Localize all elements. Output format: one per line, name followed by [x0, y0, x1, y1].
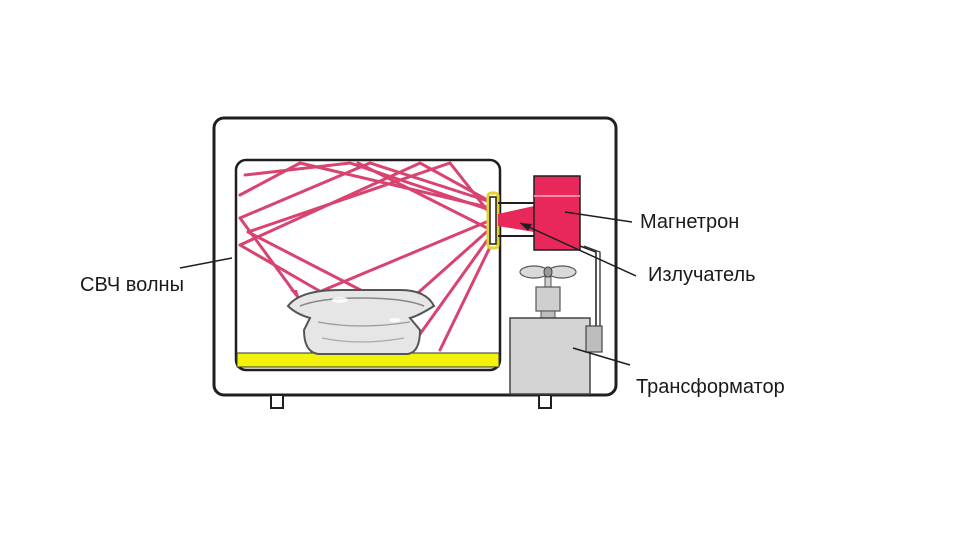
leader-arrow-emitter: [520, 223, 532, 231]
power-cable: [579, 245, 597, 330]
label-transformer: Трансформатор: [636, 376, 785, 398]
leader-lines: [179, 211, 637, 366]
glass-dish: [286, 289, 436, 355]
label-magnetron: Магнетрон: [640, 211, 740, 233]
label-emitter: Излучатель: [648, 264, 756, 286]
label-microwaves: СВЧ волны: [80, 274, 184, 296]
oven-foot-right: [538, 394, 552, 409]
rotating-tray: [236, 352, 500, 368]
oven-foot-left: [270, 394, 284, 409]
cooling-fan: [519, 265, 577, 320]
transformer: [509, 317, 603, 395]
